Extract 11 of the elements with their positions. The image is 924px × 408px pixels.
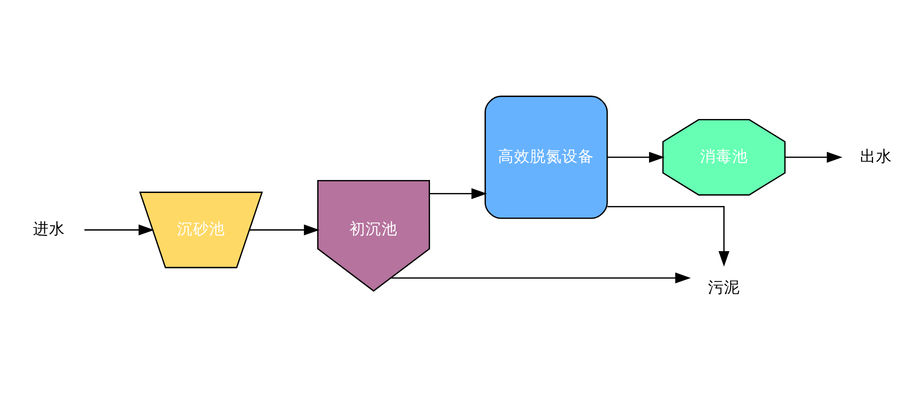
arrow — [249, 224, 319, 236]
arrow — [784, 152, 842, 163]
arrow — [606, 152, 664, 163]
node-text: 进水 — [32, 220, 65, 238]
arrow — [84, 224, 154, 236]
arrow — [390, 272, 690, 284]
arrow — [429, 188, 487, 200]
arrow — [606, 206, 729, 267]
node-box: 高效脱氮设备 — [484, 96, 608, 219]
node-text: 污泥 — [707, 278, 740, 296]
node-text: 出水 — [859, 147, 892, 166]
